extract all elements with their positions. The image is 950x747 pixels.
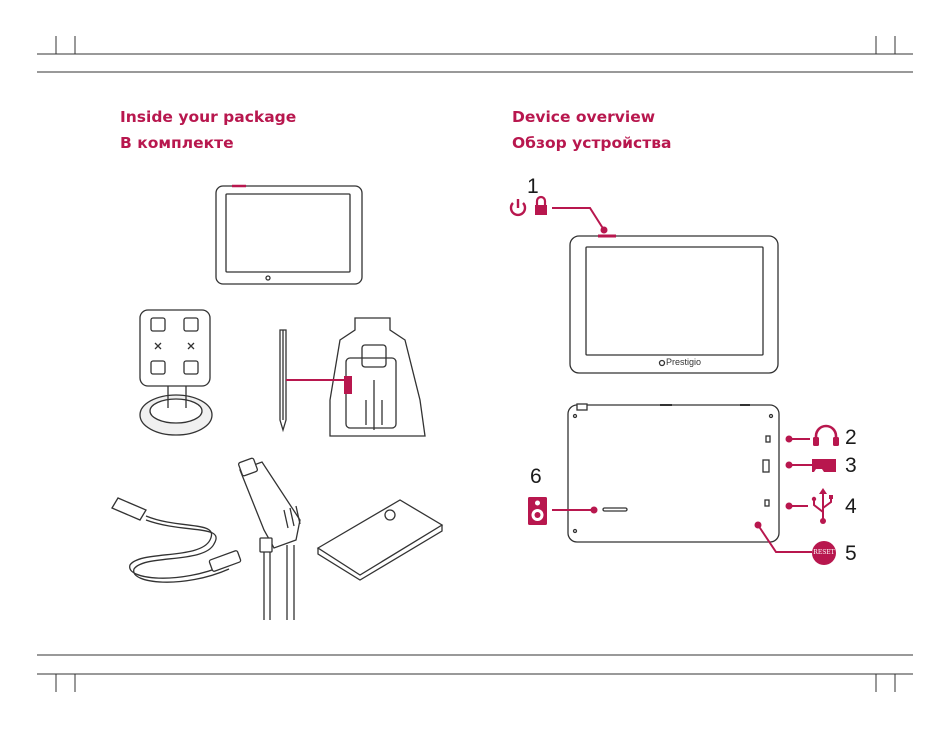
speaker-icon [0, 0, 950, 747]
